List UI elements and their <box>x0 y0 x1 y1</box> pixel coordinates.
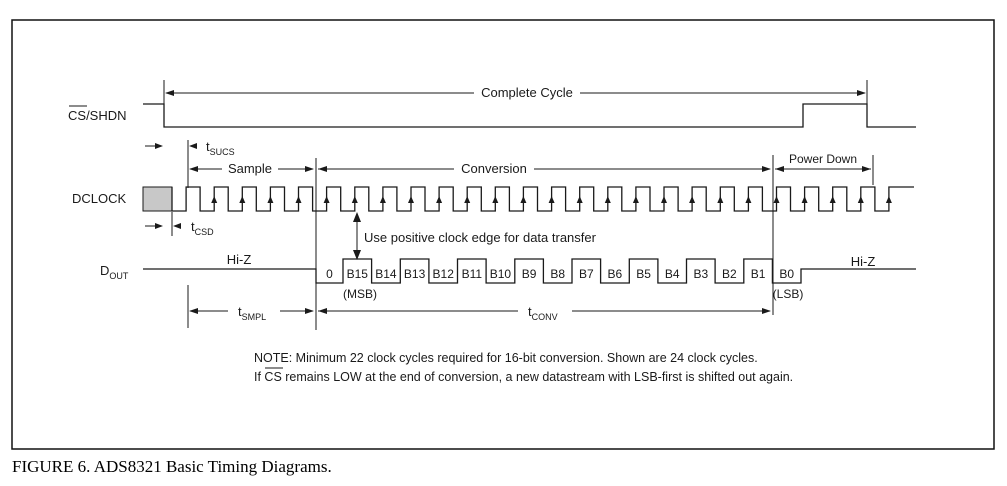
tconv-label: tCONV <box>528 304 558 322</box>
dout-bit-label: B15 <box>347 267 369 281</box>
clock-edge-note: Use positive clock edge for data transfe… <box>364 230 597 245</box>
clock-rising-edge-arrow-icon <box>211 196 218 203</box>
dout-bit-label: B9 <box>522 267 537 281</box>
clock-rising-edge-arrow-icon <box>604 196 611 203</box>
dout-bit-label: B4 <box>665 267 680 281</box>
clock-rising-edge-arrow-icon <box>885 196 892 203</box>
tsmpl-label: tSMPL <box>238 304 266 322</box>
power-down-label: Power Down <box>789 152 857 166</box>
clock-rising-edge-arrow-icon <box>520 196 527 203</box>
dout-bit-label: B0 <box>779 267 794 281</box>
clock-rising-edge-arrow-icon <box>689 196 696 203</box>
clock-rising-edge-arrow-icon <box>661 196 667 203</box>
conversion-label: Conversion <box>461 161 527 176</box>
tconv-arrow-right-icon <box>762 308 771 314</box>
clock-rising-edge-arrow-icon <box>801 196 808 203</box>
clock-rising-edge-arrow-icon <box>576 196 583 203</box>
power-down-arrow-left-icon <box>775 166 784 172</box>
figure-caption: FIGURE 6. ADS8321 Basic Timing Diagrams. <box>12 457 332 476</box>
tsmpl-arrow-right-icon <box>305 308 314 314</box>
conversion-arrow-right-icon <box>762 166 771 172</box>
hiz-right-label: Hi-Z <box>851 254 876 269</box>
clock-rising-edge-arrow-icon <box>717 196 724 203</box>
dclock-label: DCLOCK <box>72 191 127 206</box>
dout-bit-labels: 0 B15 B14 B13 B12 B11 B10 B9 B8 B7 B6 B5 B4 B3 B2 B1 B0 <box>326 267 794 281</box>
clock-edge-arrows <box>211 196 892 203</box>
complete-cycle-arrow-left-icon <box>165 90 174 96</box>
dout-bit-label: B10 <box>490 267 512 281</box>
complete-cycle-arrow-right-icon <box>857 90 866 96</box>
tsmpl-arrow-left-icon <box>189 308 198 314</box>
tcsd-label: tCSD <box>191 219 214 237</box>
dout-bit-label: 0 <box>326 267 333 281</box>
cs-waveform <box>143 103 916 128</box>
clock-rising-edge-arrow-icon <box>379 196 386 203</box>
svg-text:CS/SHDN: CS/SHDN <box>68 108 127 123</box>
tcsd-arrow-left-icon <box>173 223 181 229</box>
hiz-left-label: Hi-Z <box>227 252 252 267</box>
dout-bit-label: B13 <box>404 267 426 281</box>
sample-label: Sample <box>228 161 272 176</box>
clock-rising-edge-arrow-icon <box>548 196 555 203</box>
dout-bit-label: B2 <box>722 267 737 281</box>
clock-rising-edge-arrow-icon <box>239 196 246 203</box>
clock-rising-edge-arrow-icon <box>632 196 639 203</box>
note-line-2: If CS remains LOW at the end of conversi… <box>254 370 793 384</box>
tsucs-arrow-right-icon <box>155 143 163 149</box>
clock-rising-edge-arrow-icon <box>464 196 471 203</box>
clock-rising-edge-arrow-icon <box>351 196 358 203</box>
dout-bit-label: B11 <box>462 267 483 281</box>
clock-rising-edge-arrow-icon <box>829 196 836 203</box>
diagram-frame <box>11 19 995 450</box>
complete-cycle-label: Complete Cycle <box>481 85 573 100</box>
dout-bit-label: B7 <box>579 267 594 281</box>
dout-bit-label: B5 <box>636 267 651 281</box>
sample-arrow-left-icon <box>189 166 198 172</box>
clock-rising-edge-arrow-icon <box>408 196 414 203</box>
dout-bit-label: B14 <box>375 267 397 281</box>
lsb-label: (LSB) <box>773 287 804 301</box>
power-down-arrow-right-icon <box>862 166 871 172</box>
clock-rising-edge-arrow-icon <box>436 196 443 203</box>
clock-rising-edge-arrow-icon <box>773 196 780 203</box>
dout-label: DOUT <box>100 263 129 281</box>
dclock-waveform <box>171 186 914 212</box>
clock-edge-arrow-down-icon <box>353 250 361 260</box>
tsucs-arrow-left-icon <box>189 143 197 149</box>
dout-bit-label: B3 <box>693 267 708 281</box>
sample-arrow-right-icon <box>305 166 314 172</box>
conversion-arrow-left-icon <box>318 166 327 172</box>
cs-shdn-label: CS/SHDN <box>68 105 127 123</box>
clock-rising-edge-arrow-icon <box>267 196 274 203</box>
clock-rising-edge-arrow-icon <box>492 196 499 203</box>
dout-bit-label: B6 <box>608 267 623 281</box>
note-line-1: NOTE: Minimum 22 clock cycles required f… <box>254 351 758 365</box>
clock-rising-edge-arrow-icon <box>323 196 330 203</box>
clock-rising-edge-arrow-icon <box>857 196 864 203</box>
dclock-idle-region <box>142 186 173 212</box>
tconv-arrow-left-icon <box>318 308 327 314</box>
clock-rising-edge-arrow-icon <box>295 196 302 203</box>
dout-bit-label: B12 <box>433 267 455 281</box>
dout-bit-label: B1 <box>751 267 766 281</box>
clock-rising-edge-arrow-icon <box>745 196 752 203</box>
dout-waveform <box>143 258 916 284</box>
tcsd-arrow-right-icon <box>155 223 163 229</box>
clock-edge-arrow-up-icon <box>353 212 361 222</box>
tsucs-label: tSUCS <box>206 139 235 157</box>
dout-bit-label: B8 <box>550 267 565 281</box>
msb-label: (MSB) <box>343 287 377 301</box>
